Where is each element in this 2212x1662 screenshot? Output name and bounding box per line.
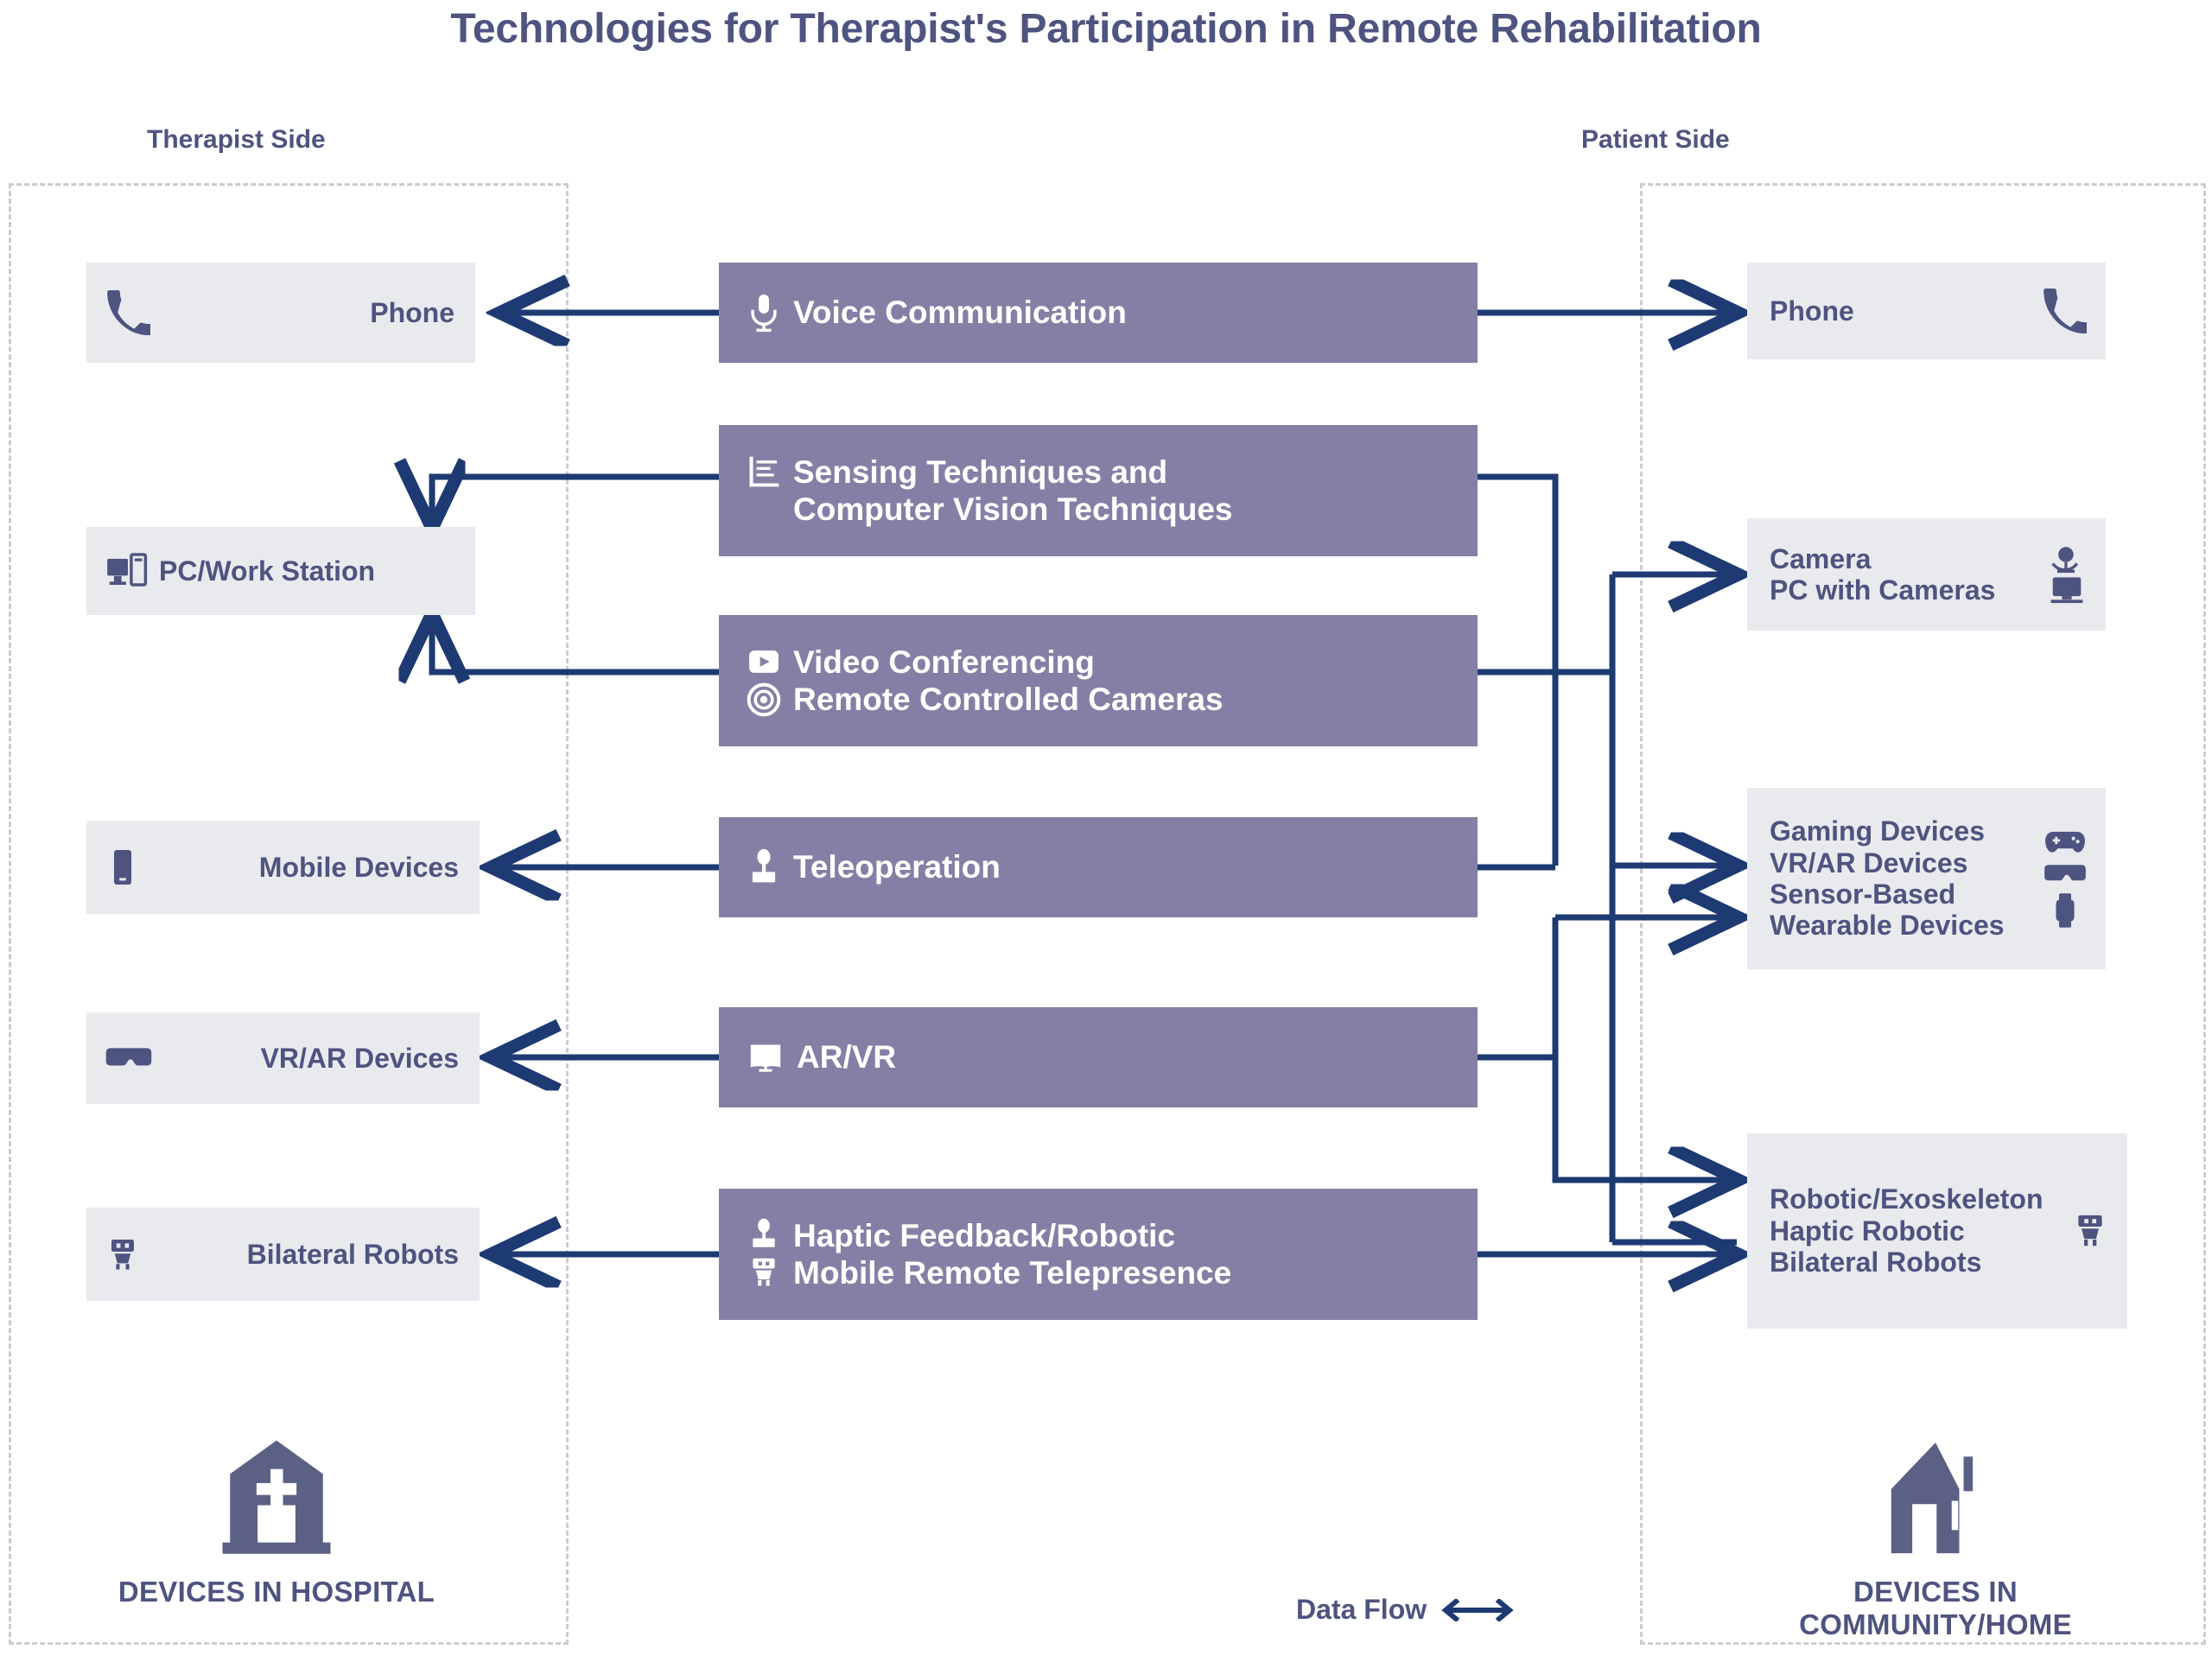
- patient-node-label: Camera: [1770, 542, 1872, 574]
- hospital-icon: [35, 1434, 518, 1564]
- patient-node-label: Bilateral Robots: [1770, 1246, 1982, 1278]
- gamepad-icon: [2044, 828, 2087, 857]
- patient-node-label: Phone: [1770, 295, 1854, 327]
- patient-node-label: Gaming Devices: [1770, 815, 1985, 847]
- phone-icon: [105, 290, 150, 335]
- camera-pc-icon-group: [2047, 544, 2087, 605]
- technology-line: Voice Communication: [747, 293, 1127, 333]
- technology-line-text: Teleoperation: [793, 849, 1001, 885]
- therapist-node-label: VR/AR Devices: [260, 1042, 459, 1074]
- therapist-node-phone[interactable]: Phone: [86, 263, 475, 363]
- camera-lens-icon: [747, 682, 781, 717]
- patient-region-frame: [1640, 183, 2206, 1645]
- technology-line-text: Haptic Feedback/Robotic: [793, 1217, 1176, 1253]
- therapist-node-bilateral-robots[interactable]: Bilateral Robots: [86, 1208, 480, 1301]
- patient-node-phone[interactable]: Phone: [1747, 263, 2106, 359]
- technology-node-haptic-feedback[interactable]: Haptic Feedback/Robotic Mobile Remote Te…: [719, 1189, 1478, 1320]
- technology-line: Teleoperation: [747, 847, 1001, 887]
- data-flow-legend: Data Flow: [1296, 1594, 1516, 1626]
- smartwatch-icon: [2050, 891, 2080, 929]
- technology-line: Haptic Feedback/Robotic: [747, 1217, 1231, 1254]
- gaming-icon-group: [2044, 828, 2087, 929]
- pc-monitor-icon: [2047, 575, 2087, 605]
- patient-node-lines: Camera PC with Cameras: [1770, 543, 2047, 606]
- wire-sensing-right-bus: [1478, 473, 1559, 866]
- patient-node-label: Haptic Robotic: [1770, 1215, 1965, 1246]
- footer-label: COMMUNITY/HOME: [1799, 1608, 2072, 1641]
- technology-line-text: AR/VR: [797, 1039, 897, 1075]
- technology-line: AR/VR: [747, 1038, 896, 1075]
- footer-community-home: DEVICES IN COMMUNITY/HOME: [1694, 1434, 2177, 1642]
- ar-screen-icon: [747, 1039, 785, 1075]
- therapist-node-mobile-devices[interactable]: Mobile Devices: [86, 821, 480, 914]
- patient-side-caption: Patient Side: [1581, 125, 1730, 154]
- technology-line: Mobile Remote Telepresence: [747, 1254, 1231, 1291]
- technology-line-text: Remote Controlled Cameras: [793, 682, 1224, 717]
- patient-node-label: PC with Cameras: [1770, 574, 1996, 606]
- page-title: Technologies for Therapist's Participati…: [450, 6, 1762, 52]
- technology-node-teleoperation[interactable]: Teleoperation: [719, 817, 1478, 917]
- therapist-node-label: PC/Work Station: [159, 555, 376, 587]
- technology-line: Remote Controlled Cameras: [747, 681, 1224, 718]
- robot-plug-icon: [747, 1255, 781, 1291]
- robot-plug-icon: [2072, 1209, 2108, 1253]
- vr-headset-icon: [105, 1041, 152, 1075]
- footer-hospital: DEVICES IN HOSPITAL: [35, 1434, 518, 1608]
- technology-node-video-conferencing[interactable]: Video Conferencing Remote Controlled Cam…: [719, 615, 1478, 746]
- patient-node-gaming-devices[interactable]: Gaming Devices VR/AR Devices Sensor-Base…: [1747, 788, 2106, 969]
- technology-line-text: Video Conferencing: [793, 644, 1095, 680]
- patient-node-camera-pc[interactable]: Camera PC with Cameras: [1747, 518, 2106, 631]
- therapist-node-vr-ar-devices[interactable]: VR/AR Devices: [86, 1012, 480, 1104]
- joystick-icon: [747, 847, 781, 887]
- patient-node-label: Sensor-Based: [1770, 879, 1956, 910]
- footer-label: DEVICES IN HOSPITAL: [118, 1576, 435, 1608]
- therapist-node-label: Bilateral Robots: [246, 1238, 459, 1270]
- therapist-region-frame: [9, 183, 569, 1645]
- microphone-icon: [747, 293, 781, 333]
- technology-line: Computer Vision Techniques: [747, 491, 1232, 528]
- patient-node-label: Robotic/Exoskeleton: [1770, 1183, 2044, 1215]
- patient-node-robotic-devices[interactable]: Robotic/Exoskeleton Haptic Robotic Bilat…: [1747, 1133, 2127, 1329]
- therapist-node-label: Mobile Devices: [258, 851, 459, 883]
- webcam-icon: [2047, 544, 2087, 575]
- wire-arvr-right: [1478, 917, 1559, 1061]
- workstation-icon: [105, 549, 150, 593]
- technology-node-sensing-techniques[interactable]: Sensing Techniques and Computer Vision T…: [719, 425, 1478, 556]
- video-play-icon: [747, 644, 781, 679]
- patient-node-label: Wearable Devices: [1770, 910, 2005, 942]
- home-icon: [1694, 1434, 2177, 1564]
- technology-line-text: Mobile Remote Telepresence: [793, 1255, 1232, 1291]
- double-arrow-icon: [1439, 1598, 1516, 1621]
- technology-node-voice-communication[interactable]: Voice Communication: [719, 263, 1478, 363]
- robot-plug-icon: [105, 1234, 140, 1275]
- data-flow-label: Data Flow: [1296, 1594, 1427, 1625]
- technology-node-ar-vr[interactable]: AR/VR: [719, 1007, 1478, 1107]
- patient-node-lines: Gaming Devices VR/AR Devices Sensor-Base…: [1770, 815, 2044, 942]
- vr-headset-icon: [2044, 860, 2087, 888]
- technology-line-text: Voice Communication: [793, 295, 1127, 331]
- technology-line: Sensing Techniques and: [747, 454, 1232, 491]
- technology-line-text: Sensing Techniques and: [793, 454, 1168, 490]
- joystick-icon: [747, 1218, 781, 1253]
- therapist-side-caption: Therapist Side: [147, 125, 326, 154]
- footer-label: DEVICES IN: [1853, 1576, 2018, 1608]
- therapist-node-pc-workstation[interactable]: PC/Work Station: [86, 527, 475, 615]
- sensor-chart-icon: [747, 454, 781, 490]
- technology-line-text: Computer Vision Techniques: [793, 492, 1233, 527]
- phone-icon: [2042, 289, 2087, 333]
- therapist-node-label: Phone: [370, 296, 454, 328]
- patient-node-label: VR/AR Devices: [1770, 847, 1968, 879]
- technology-line: Video Conferencing: [747, 644, 1224, 681]
- mobile-device-icon: [105, 847, 140, 888]
- patient-node-lines: Robotic/Exoskeleton Haptic Robotic Bilat…: [1770, 1183, 2072, 1278]
